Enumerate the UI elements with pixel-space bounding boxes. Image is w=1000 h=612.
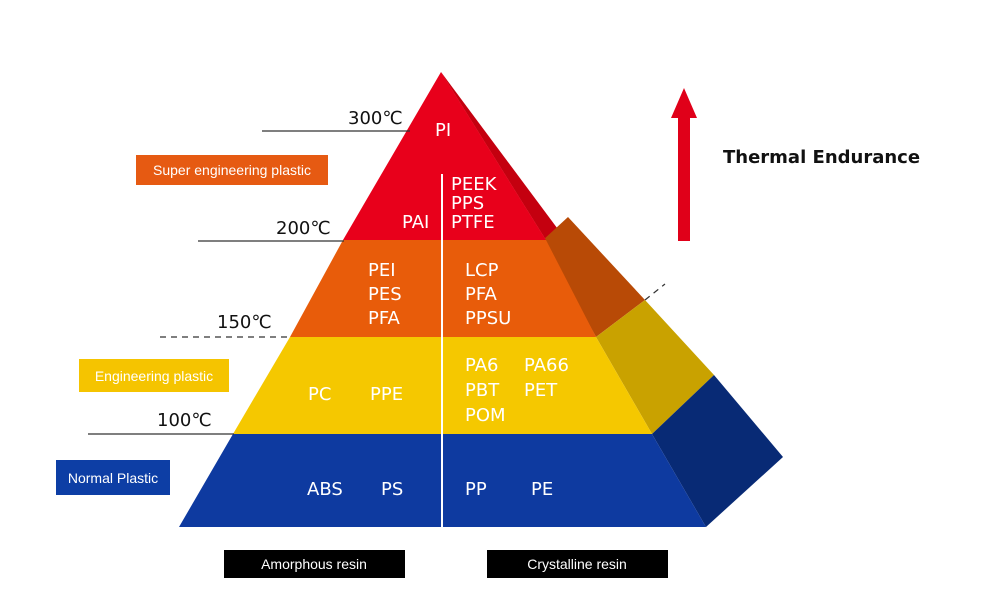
normal-side-face	[652, 375, 783, 527]
engineering-tag-box	[79, 359, 229, 392]
temp-150-label: 150℃	[217, 312, 272, 333]
temp-line-150-right	[644, 283, 666, 301]
material-ps: PS	[381, 479, 403, 500]
material-lcp: LCP	[465, 260, 499, 281]
material-pbt: PBT	[465, 380, 500, 401]
super-layer	[343, 72, 546, 240]
material-pp: PP	[465, 479, 487, 500]
engineering-tag-label: Engineering plastic	[95, 368, 213, 384]
material-ppsu: PPSU	[465, 308, 511, 329]
material-pom: POM	[465, 405, 506, 426]
amorphous-tag-label: Amorphous resin	[261, 556, 367, 572]
material-pes: PES	[368, 284, 402, 305]
temp-200-label: 200℃	[276, 218, 331, 239]
material-pa66: PA66	[524, 355, 569, 376]
normal-tag-box	[56, 460, 170, 495]
material-ptfe: PTFE	[451, 212, 495, 233]
material-pai: PAI	[402, 212, 429, 233]
eng-high-side-face	[543, 217, 645, 337]
material-pfa-left: PFA	[368, 308, 401, 329]
material-pps: PPS	[451, 193, 484, 214]
super-tag-box	[136, 155, 328, 185]
crystalline-tag-box	[487, 550, 668, 578]
amorphous-tag-box	[224, 550, 405, 578]
crystalline-tag-label: Crystalline resin	[527, 556, 627, 572]
temp-300-label: 300℃	[348, 108, 403, 129]
eng-side-face	[596, 300, 714, 434]
material-pe: PE	[531, 479, 553, 500]
temp-100-label: 100℃	[157, 410, 212, 431]
material-ppe: PPE	[370, 384, 403, 405]
super-tag-label: Super engineering plastic	[153, 162, 311, 178]
material-pet: PET	[524, 380, 558, 401]
material-pi: PI	[435, 120, 451, 141]
normal-tag-label: Normal Plastic	[68, 470, 158, 486]
material-pc: PC	[308, 384, 331, 405]
material-pei: PEI	[368, 260, 396, 281]
super-side-face-upper	[441, 72, 566, 240]
thermal-endurance-label: Thermal Endurance	[723, 147, 920, 168]
material-pa6: PA6	[465, 355, 498, 376]
material-abs: ABS	[307, 479, 343, 500]
material-pfa-right: PFA	[465, 284, 498, 305]
material-peek: PEEK	[451, 174, 498, 195]
thermal-arrow-icon	[671, 88, 697, 241]
